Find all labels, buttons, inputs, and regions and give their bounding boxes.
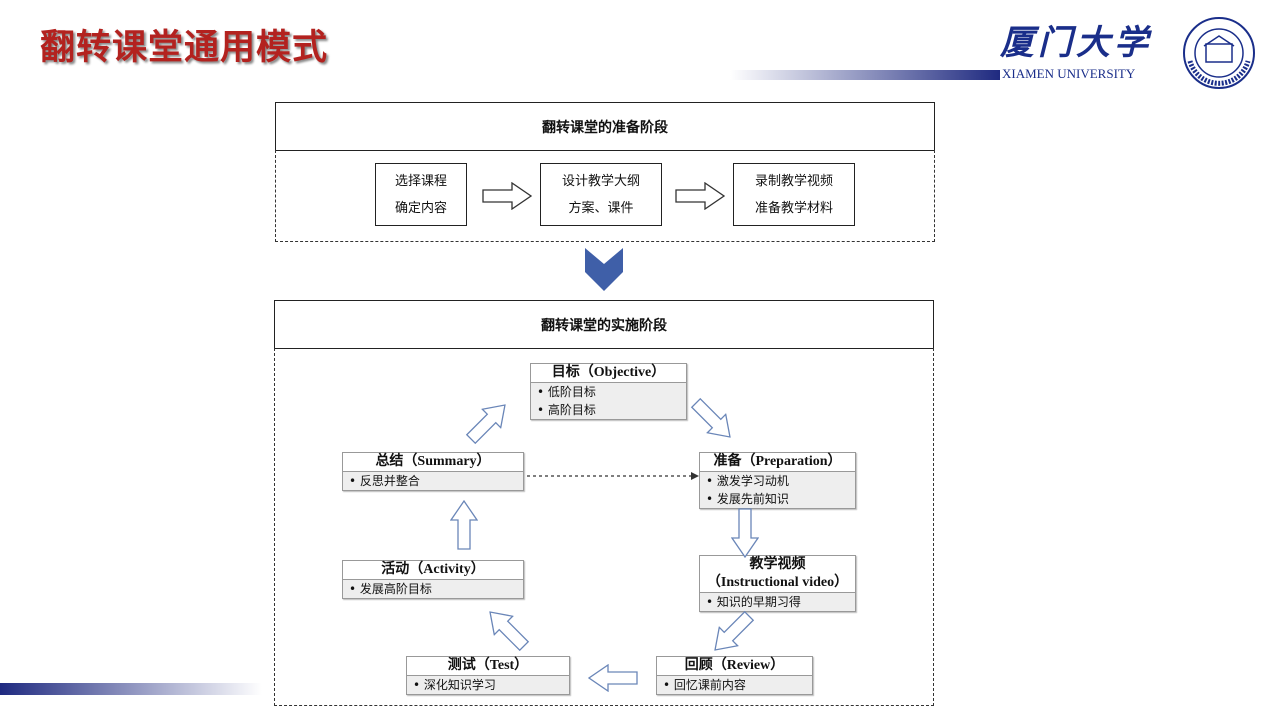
box-title: 回顾（Review） bbox=[657, 657, 812, 676]
arrow-down-left-icon bbox=[714, 610, 755, 651]
university-logo-english: XIAMEN UNIVERSITY bbox=[1002, 66, 1136, 81]
test-box: 测试（Test） • 深化知识学习 bbox=[406, 656, 570, 695]
arrow-right-icon bbox=[675, 182, 725, 210]
activity-box: 活动（Activity） • 发展高阶目标 bbox=[342, 560, 524, 599]
prep-step-2: 设计教学大纲方案、课件 bbox=[540, 163, 662, 226]
university-logo-calligraphy: 厦门大学 bbox=[1000, 23, 1152, 63]
box-item: • 高阶目标 bbox=[531, 401, 686, 419]
arrow-right-icon bbox=[482, 182, 532, 210]
step-line: 选择课程 bbox=[394, 174, 447, 189]
arrow-down-right-icon bbox=[690, 397, 731, 438]
box-title: 测试（Test） bbox=[407, 657, 569, 676]
video-box: 教学视频 （Instructional video） • 知识的早期习得 bbox=[699, 555, 856, 612]
box-title: 活动（Activity） bbox=[343, 561, 523, 580]
university-seal-icon bbox=[1183, 17, 1255, 89]
summary-box: 总结（Summary） • 反思并整合 bbox=[342, 452, 524, 491]
arrow-up-icon bbox=[450, 500, 478, 550]
slide-title: 翻转课堂通用模式 bbox=[40, 28, 329, 68]
step-line: 方案、课件 bbox=[568, 201, 634, 216]
box-item: • 发展高阶目标 bbox=[343, 580, 523, 598]
preparation-box: 准备（Preparation） • 激发学习动机 • 发展先前知识 bbox=[699, 452, 856, 509]
box-item: • 知识的早期习得 bbox=[700, 593, 855, 611]
box-item: • 低阶目标 bbox=[531, 383, 686, 401]
step-line: 准备教学材料 bbox=[754, 201, 833, 216]
step-line: 确定内容 bbox=[394, 201, 447, 216]
footer-gradient-bar bbox=[0, 683, 262, 695]
box-title: 目标（Objective） bbox=[531, 364, 686, 383]
prep-step-3: 录制教学视频准备教学材料 bbox=[733, 163, 855, 226]
review-box: 回顾（Review） • 回忆课前内容 bbox=[656, 656, 813, 695]
dashed-arrow-summary-to-preparation bbox=[527, 472, 699, 480]
impl-stage-region bbox=[274, 348, 934, 706]
step-line: 录制教学视频 bbox=[754, 174, 833, 189]
box-item: • 深化知识学习 bbox=[407, 676, 569, 694]
arrow-down-icon bbox=[731, 508, 759, 558]
step-line: 设计教学大纲 bbox=[561, 174, 640, 189]
prep-stage-header: 翻转课堂的准备阶段 bbox=[275, 102, 935, 151]
chevron-down-icon bbox=[585, 248, 623, 291]
box-title: 教学视频 bbox=[749, 557, 806, 572]
box-item: • 激发学习动机 bbox=[700, 472, 855, 490]
arrow-up-left-icon bbox=[489, 611, 530, 652]
box-item: • 回忆课前内容 bbox=[657, 676, 812, 694]
objective-box: 目标（Objective） • 低阶目标 • 高阶目标 bbox=[530, 363, 687, 420]
box-item: • 发展先前知识 bbox=[700, 490, 855, 508]
prep-step-1: 选择课程确定内容 bbox=[375, 163, 467, 226]
box-title: 准备（Preparation） bbox=[700, 453, 855, 472]
arrow-left-icon bbox=[588, 664, 638, 692]
header-gradient-bar bbox=[730, 70, 1000, 80]
box-title: 总结（Summary） bbox=[343, 453, 523, 472]
prep-stage-region bbox=[275, 150, 935, 242]
arrow-up-right-icon bbox=[465, 404, 506, 445]
box-title: （Instructional video） bbox=[700, 574, 855, 593]
box-item: • 反思并整合 bbox=[343, 472, 523, 490]
impl-stage-header: 翻转课堂的实施阶段 bbox=[274, 300, 934, 349]
